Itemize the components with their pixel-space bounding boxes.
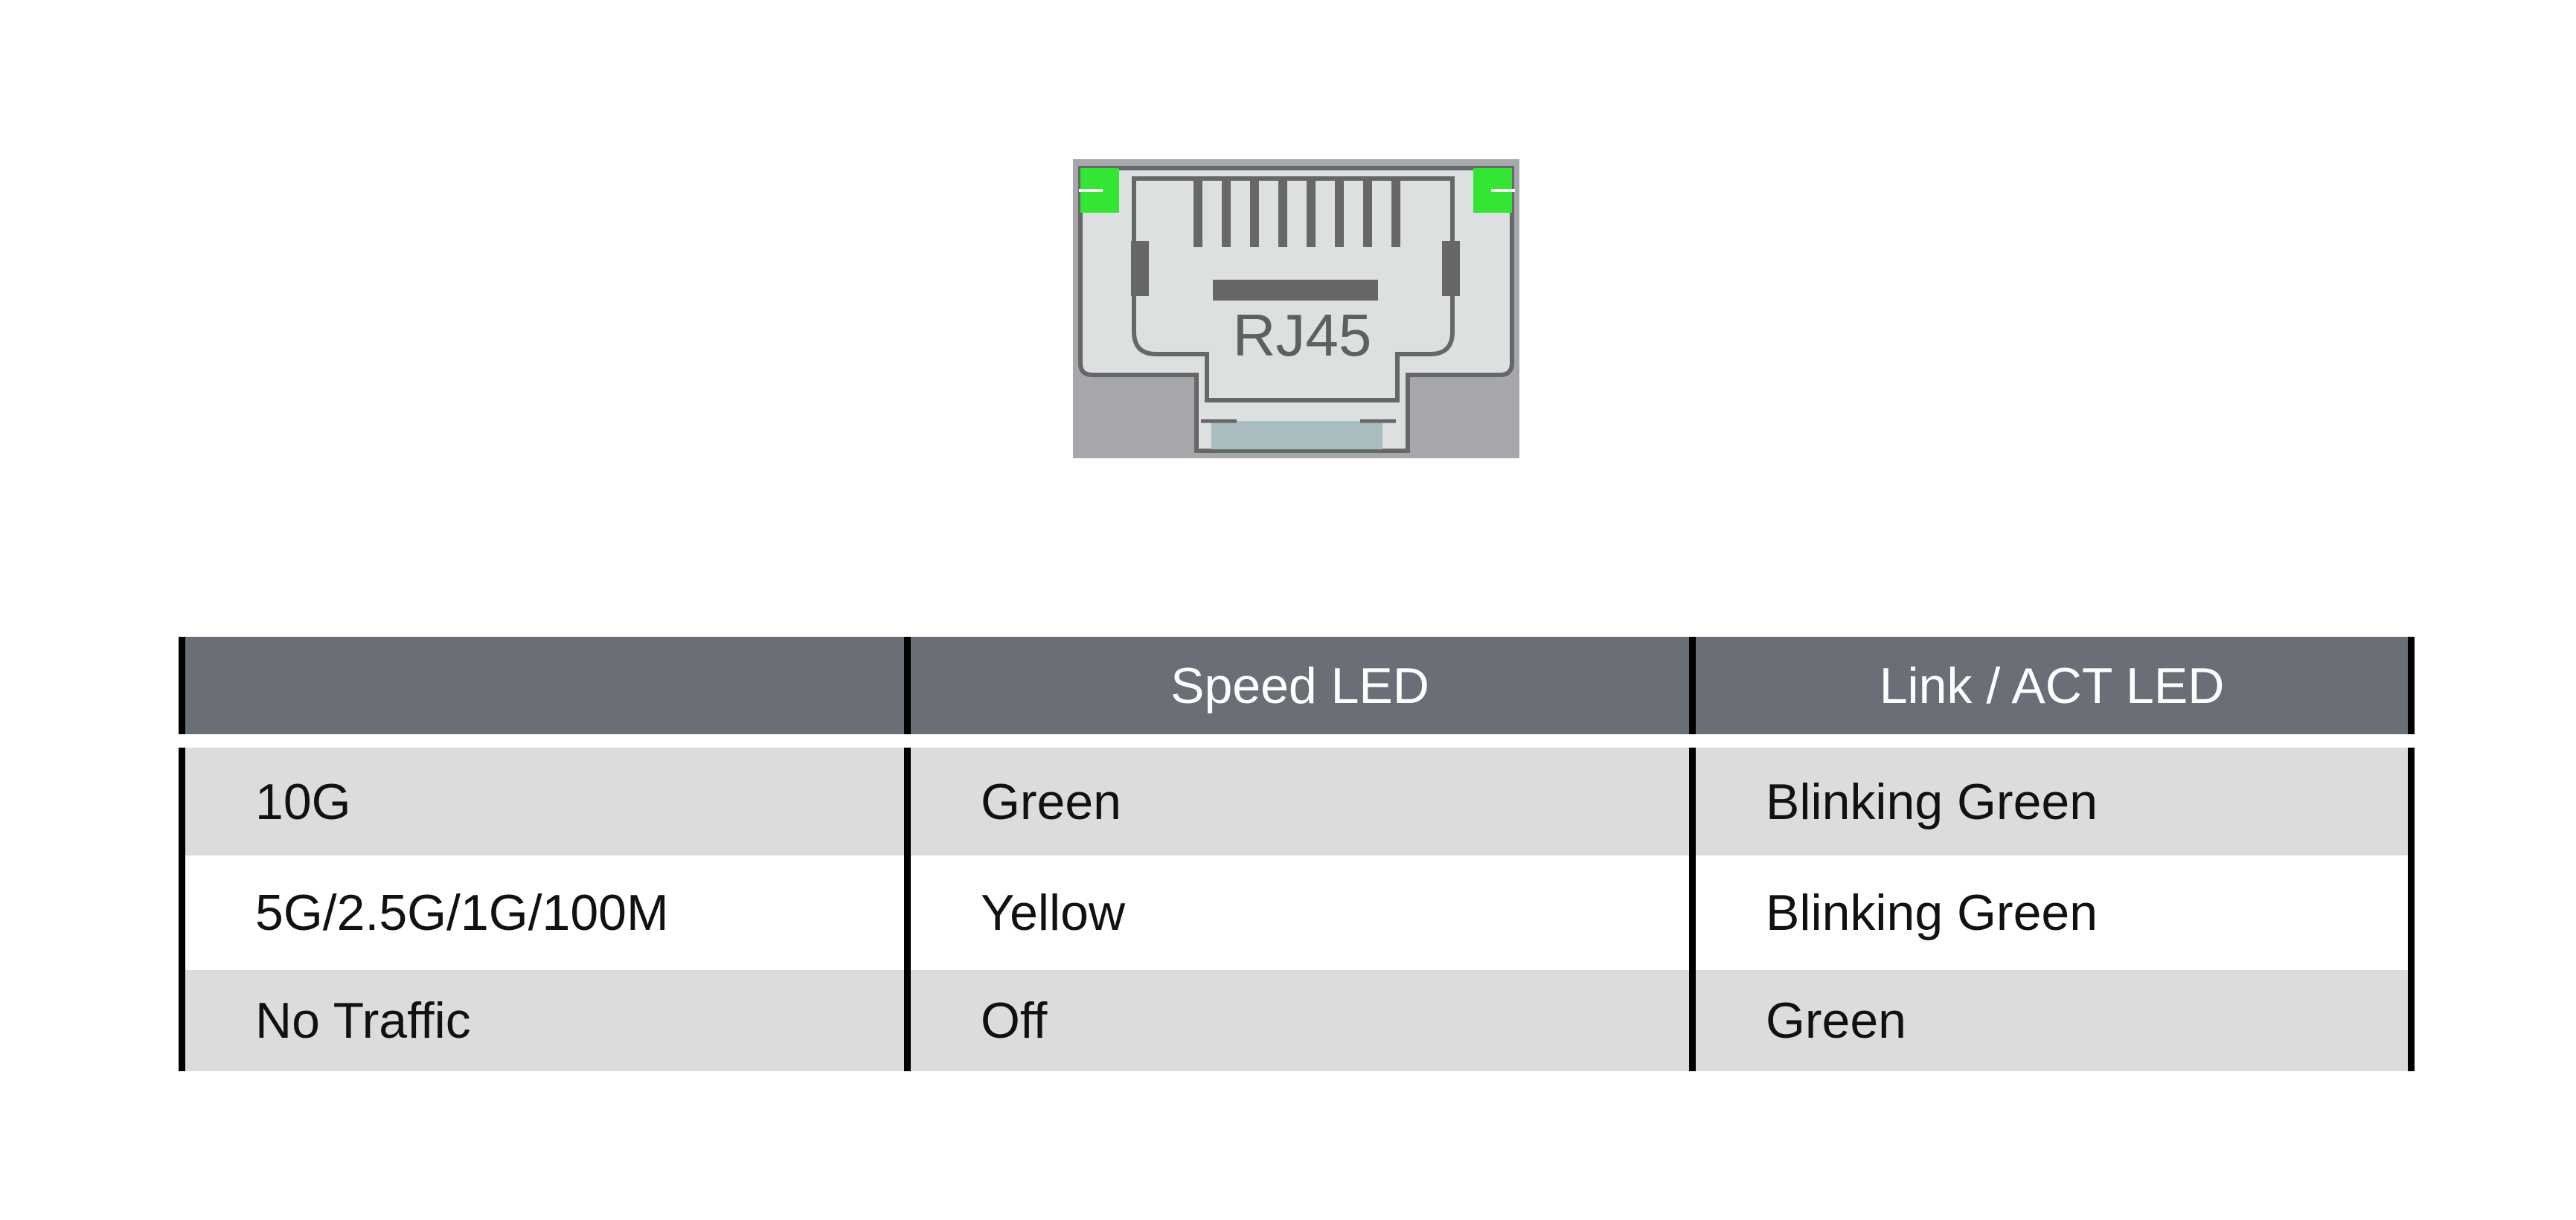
contact-pin bbox=[1391, 179, 1400, 247]
rj45-port-diagram: RJ45 bbox=[1073, 159, 1519, 458]
header-speed-led: Speed LED bbox=[904, 637, 1696, 748]
header-speed-mode bbox=[179, 637, 911, 748]
table-row: 10G Green Blinking Green bbox=[179, 741, 2415, 855]
cell-speed-led: Green bbox=[904, 741, 1696, 855]
contact-pin bbox=[1194, 179, 1202, 247]
contact-pin bbox=[1278, 179, 1287, 247]
port-body bbox=[1078, 166, 1514, 453]
port-label: RJ45 bbox=[1233, 302, 1372, 368]
table-row: 5G/2.5G/1G/100M Yellow Blinking Green bbox=[179, 855, 2415, 970]
contact-pin bbox=[1307, 179, 1316, 247]
cell-speed-led: Yellow bbox=[904, 855, 1696, 970]
table-row: No Traffic Off Green bbox=[179, 970, 2415, 1071]
contact-pins bbox=[1194, 179, 1400, 247]
cell-mode: 5G/2.5G/1G/100M bbox=[179, 855, 911, 970]
led-status-table: Speed LED Link / ACT LED 10G Green Blink… bbox=[179, 637, 2415, 1071]
cell-speed-led: Off bbox=[904, 970, 1696, 1071]
contact-pin bbox=[1335, 179, 1344, 247]
contact-pin bbox=[1363, 179, 1372, 247]
cell-mode: No Traffic bbox=[179, 970, 911, 1071]
header-link-act-led: Link / ACT LED bbox=[1689, 637, 2415, 748]
cell-link-act-led: Blinking Green bbox=[1689, 741, 2415, 855]
cell-link-act-led: Green bbox=[1689, 970, 2415, 1071]
cell-link-act-led: Blinking Green bbox=[1689, 855, 2415, 970]
rj45-port-svg: RJ45 bbox=[1073, 159, 1519, 458]
port-latch-window bbox=[1211, 421, 1382, 449]
side-key-right bbox=[1442, 241, 1460, 296]
side-key-left bbox=[1131, 241, 1149, 296]
port-cavity-outline bbox=[1132, 176, 1455, 402]
contact-pin bbox=[1222, 179, 1231, 247]
cell-mode: 10G bbox=[179, 741, 911, 855]
table-header-row: Speed LED Link / ACT LED bbox=[179, 637, 2415, 748]
contact-pin bbox=[1250, 179, 1259, 247]
latch-bar bbox=[1213, 280, 1378, 301]
